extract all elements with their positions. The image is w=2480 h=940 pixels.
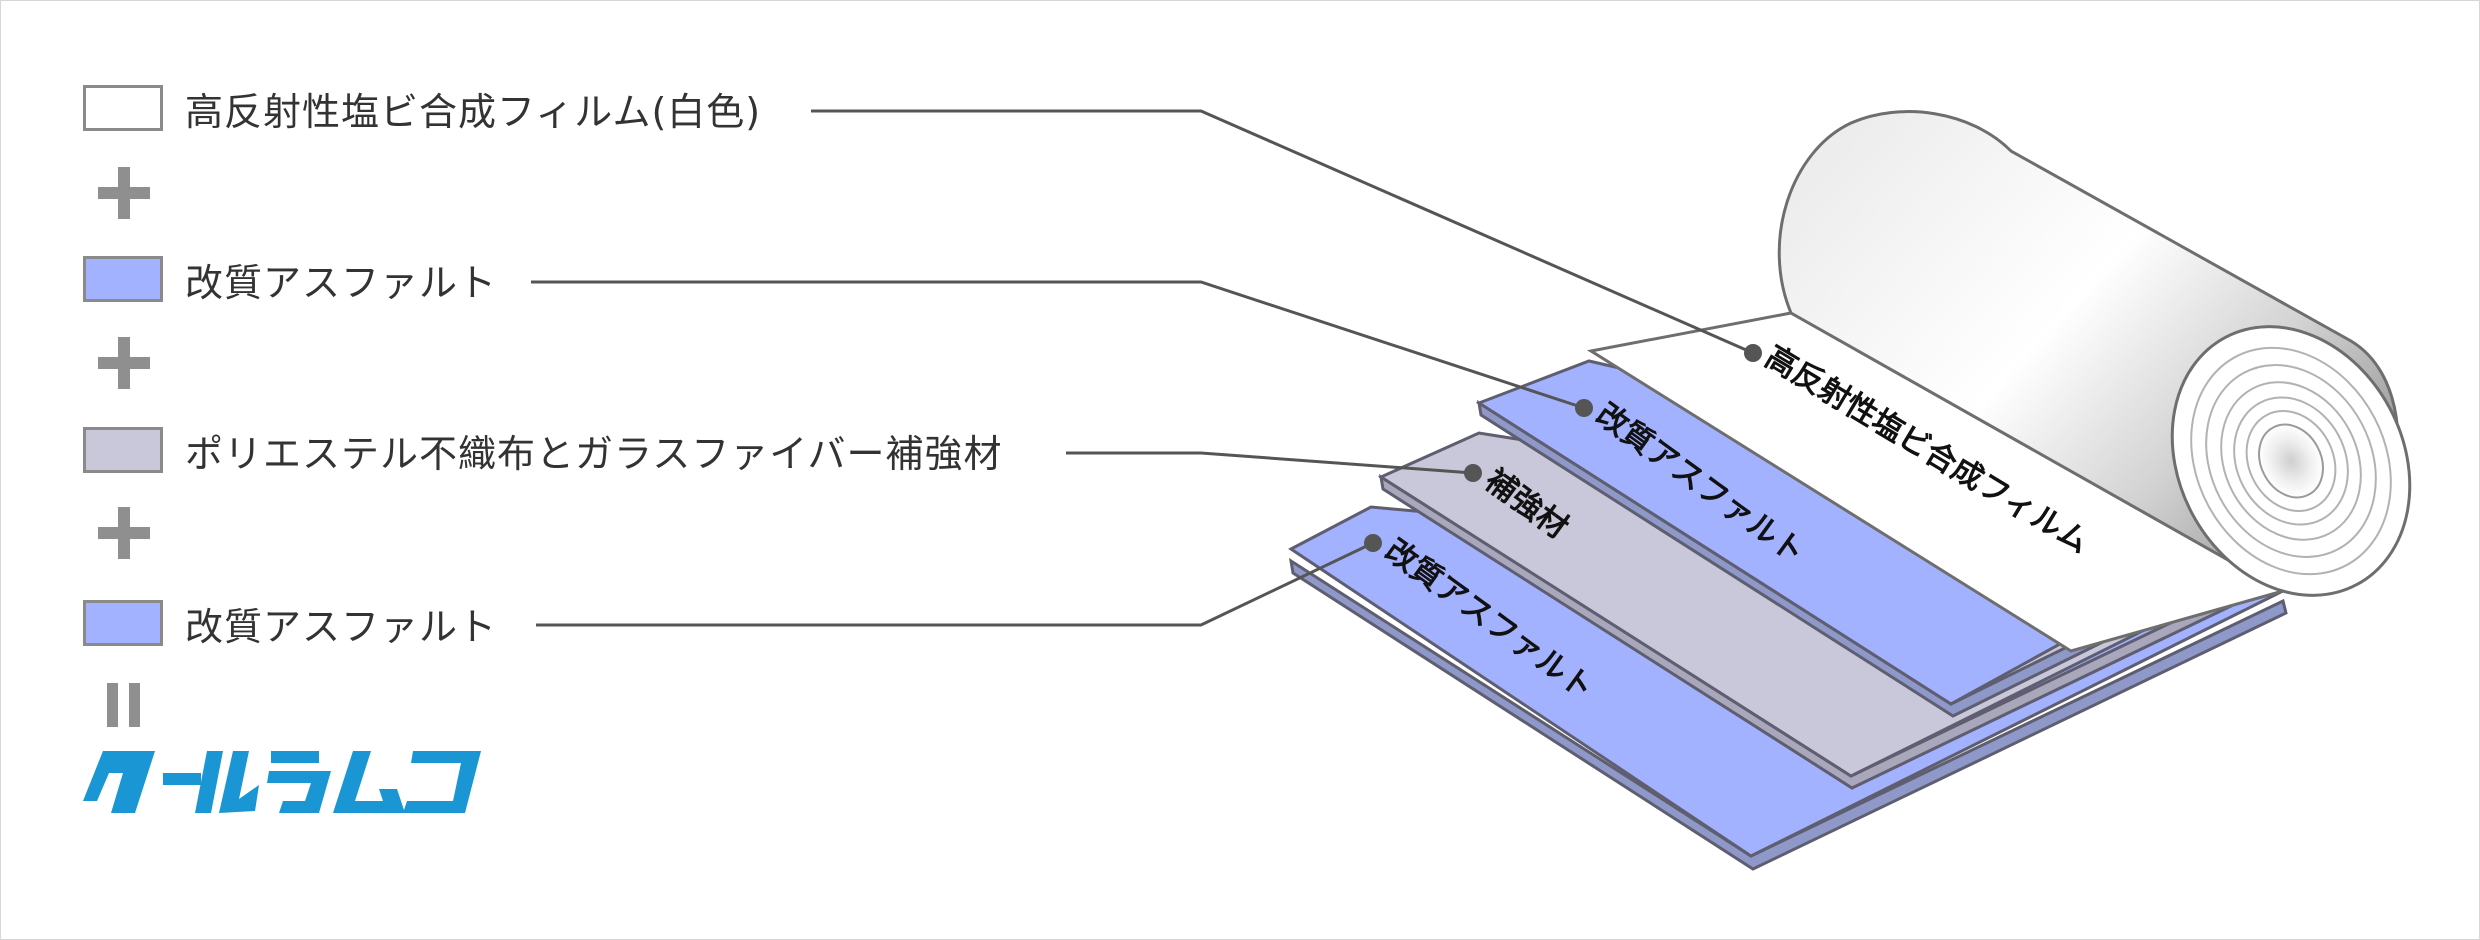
leader-line-asphalt-bottom [536,541,1374,627]
film-swatch [83,85,163,131]
leader-dot [1575,399,1593,417]
roll-core [2258,423,2324,499]
leader-line-film [811,109,1754,355]
legend-label: ポリエステル不織布とガラスファイバー補強材 [185,431,1003,476]
reinforcement-swatch [83,427,163,473]
legend-label: 改質アスファルト [185,260,498,305]
asphalt-swatch [83,600,163,646]
legend-label: 改質アスファルト [185,604,498,649]
product-logo [83,751,481,813]
leader-dot [1464,464,1482,482]
legend-item-asphalt-top: 改質アスファルト [83,254,498,305]
equals-icon [105,683,145,727]
leader-line-asphalt-top [531,280,1585,410]
legend-item-film: 高反射性塩ビ合成フィルム(白色) [83,83,762,134]
legend-label: 高反射性塩ビ合成フィルム(白色) [185,89,762,134]
plus-icon [98,167,150,219]
roll-rings [2190,346,2392,576]
asphalt-swatch [83,256,163,302]
leader-dot [1744,344,1762,362]
legend-item-reinforcement: ポリエステル不織布とガラスファイバー補強材 [83,425,1003,476]
leader-dot [1364,534,1382,552]
leader-line-reinforcement [1066,451,1474,475]
plus-icon [98,337,150,389]
plus-icon [98,507,150,559]
legend-item-asphalt-bottom: 改質アスファルト [83,598,498,649]
